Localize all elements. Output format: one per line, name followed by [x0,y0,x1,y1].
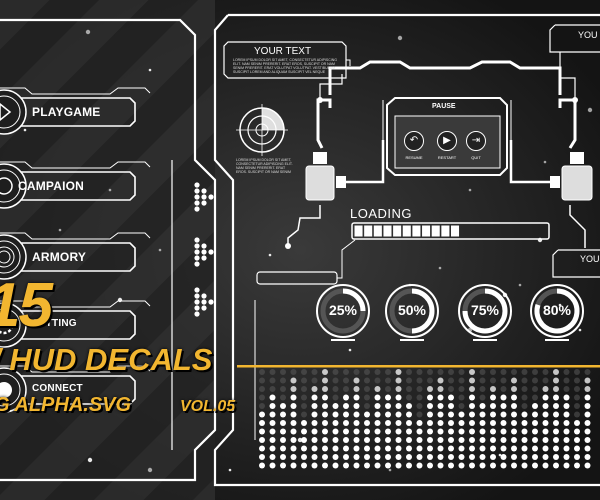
loading-segment [383,225,392,237]
menu-item-armory[interactable]: ARMORY [32,250,86,264]
menu-item-campaion[interactable]: CAMPAION [18,179,84,193]
callout-title-top-right: YOU [578,30,598,40]
gauge-label: 80% [542,302,572,318]
menu-label: CAMPAION [18,179,85,193]
loading-bar-frame [351,222,550,240]
menu-label: CONNECT [32,383,83,394]
loading-bar-fill [354,225,460,237]
pause-button-quit[interactable]: ⇥ QUIT [464,131,488,160]
loading-segment [422,225,431,237]
menu-label: ARMORY [32,250,87,264]
overlay-title: / HUD DECALS [0,342,213,377]
radar-caption: LOREM IPSUM DOLOR SIT AMET, CONSECTETUR … [236,158,293,174]
loading-segment [402,225,411,237]
pause-button-restart[interactable]: ▶ RESTART [435,131,459,160]
play-icon: ▶ [437,131,457,151]
resume-icon: ↶ [404,131,424,151]
gauge-label: 50% [397,302,427,318]
gauge-ring [530,284,584,338]
radar-icon [236,104,288,156]
facebook-icon [0,382,12,398]
loading-segment [431,225,440,237]
pipe-connector-left [305,140,385,201]
gauge-fill [534,288,580,334]
play-icon [0,103,12,121]
loading-segment [393,225,402,237]
menu-item-setting[interactable]: SETTING [32,318,77,329]
target-icon [0,177,13,195]
shield-icon [0,246,15,268]
right-panel-frame [213,13,600,487]
callout-box-top-right [549,24,600,53]
menu-label: SETTING [32,318,77,329]
loading-segment [354,225,363,237]
pipe-connector-right [509,140,593,201]
pause-button-resume[interactable]: ↶ RESUME [402,131,426,160]
overlay-subtitle: G ALPHA.SVG [0,394,132,416]
callout-body-top-left: LOREM IPSUM DOLOR SIT AMET, CONSECTETUR … [233,58,337,74]
gauge-fill [342,288,366,312]
gauge-ring [458,284,512,338]
exit-icon: ⇥ [466,131,486,151]
pause-button-label: RESTART [437,155,457,160]
callout-box-top-left [223,41,347,79]
loading-segment [441,225,450,237]
overlay-volume: VOL.05 [180,398,236,415]
menu-item-connect[interactable]: CONNECT [32,383,83,394]
gauge-fill [462,288,508,334]
gauge-label: 25% [328,302,358,318]
loading-segment [451,225,460,237]
callout-title-top-left: YOUR TEXT [254,46,312,57]
callout-title-mid-right: YOU [580,254,600,264]
pause-panel-frame [386,97,508,176]
overlay-number: 15 [0,271,53,340]
percentage-gauges [316,284,584,341]
menu-frames [0,87,151,413]
gear-icon [0,315,14,335]
gauge-label: 75% [470,302,500,318]
chevron-indicators [194,182,214,317]
gauge-fill [411,288,435,334]
loading-segment [364,225,373,237]
left-panel-frame [0,18,217,482]
gauge-ring [385,284,439,338]
pause-button-label: RESUME [405,155,423,160]
equalizer-dots [259,369,591,469]
pause-title: PAUSE [432,103,456,110]
menu-label: PLAYGAME [32,105,101,119]
callout-box-mid-right [552,249,600,278]
pause-button-label: QUIT [471,155,481,160]
gauge-ring [316,284,370,338]
menu-item-playgame[interactable]: PLAYGAME [32,105,101,119]
loading-segment [412,225,421,237]
loading-segment [373,225,382,237]
loading-label: LOADING [350,206,413,221]
